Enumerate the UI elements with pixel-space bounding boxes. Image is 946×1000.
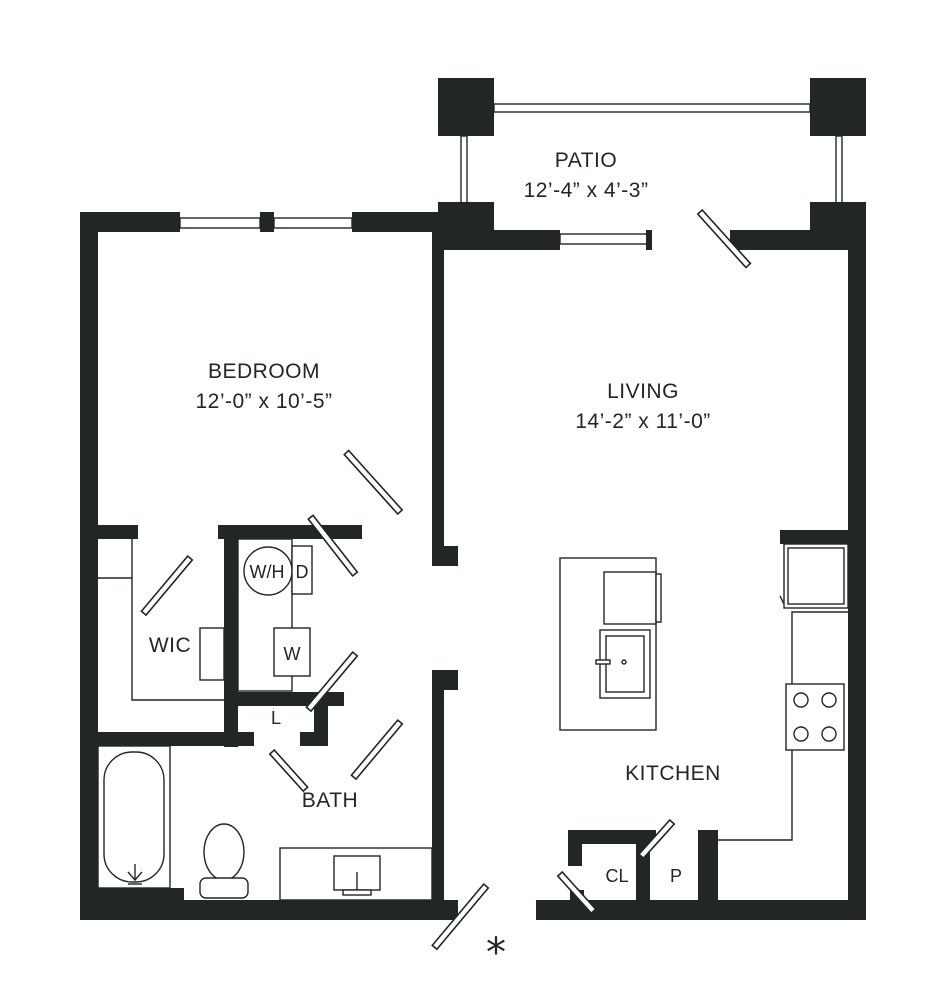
wall-linen-bottom <box>300 732 328 746</box>
coat-closet-label: CL <box>605 866 628 886</box>
wall-left <box>80 212 98 920</box>
toilet-tank <box>199 877 249 899</box>
living-size: 14’-2” x 11’-0” <box>575 410 711 433</box>
wall-closet-cl-top <box>568 830 656 844</box>
patio-railing-top <box>493 103 811 113</box>
linen-label: L <box>271 708 281 728</box>
closet-door-lower <box>305 650 359 713</box>
patio-railing-right <box>835 135 843 205</box>
toilet-bowl <box>203 823 245 881</box>
living-slider-stop <box>646 230 652 250</box>
kitchen-fixtures <box>559 543 849 841</box>
water-heater-label: W/H <box>250 562 285 582</box>
wall-bath-living-cap <box>432 670 458 690</box>
wic-shelf-line <box>98 577 224 701</box>
pantry-label: P <box>670 866 682 886</box>
patio-structure <box>438 78 866 205</box>
laundry-closet <box>237 538 313 692</box>
walls <box>80 202 866 920</box>
patio-name: PATIO <box>555 149 617 172</box>
burner-3 <box>793 726 809 742</box>
patio-railing-left <box>460 135 468 205</box>
labels: PATIO 12’-4” x 4’-3” BEDROOM 12’-0” x 10… <box>149 149 721 976</box>
entry-door <box>431 882 490 951</box>
refrigerator-inner <box>787 547 845 605</box>
doors <box>140 208 752 951</box>
wall-bedroom-living-end <box>432 546 458 566</box>
wall-closet-divider <box>636 830 650 910</box>
patio-column-right <box>810 78 866 136</box>
bath-fixtures <box>97 745 433 901</box>
wall-top-bedroom-left <box>80 212 180 232</box>
burner-1 <box>793 692 809 708</box>
patio-column-left <box>438 78 494 136</box>
bathtub-basin <box>103 751 165 883</box>
washer-label: W <box>284 644 301 664</box>
wall-pantry-right <box>698 830 718 910</box>
dishwasher <box>603 571 657 625</box>
bedroom-name: BEDROOM <box>208 360 320 383</box>
bath-door <box>350 718 404 781</box>
bath-name: BATH <box>302 789 358 812</box>
burner-2 <box>821 692 837 708</box>
bedroom-window-right <box>273 217 353 229</box>
wall-wic-top <box>98 525 138 539</box>
wall-bedroom-living <box>432 230 444 526</box>
wic-door <box>140 554 194 617</box>
living-slider-window <box>559 233 649 245</box>
wall-closet-top <box>218 525 362 539</box>
wic-name: WIC <box>149 634 191 657</box>
island-sink-drain <box>621 659 627 665</box>
patio-door <box>696 208 752 269</box>
wall-bedroom-living-jamb <box>432 526 444 546</box>
cooktop <box>785 683 845 751</box>
wic-shelf-box <box>199 627 225 681</box>
wall-bath-living <box>432 690 444 910</box>
wic-shelving <box>98 539 225 701</box>
wall-top-bedroom-right <box>352 212 448 232</box>
bedroom-window-left <box>179 217 261 229</box>
wall-bottom-left <box>80 900 458 920</box>
windows <box>179 217 652 250</box>
wall-top-living-left <box>438 230 560 250</box>
wall-bath-bottom-thick <box>98 888 184 902</box>
kitchen-name: KITCHEN <box>625 762 721 785</box>
vanity-faucet-base <box>342 889 372 896</box>
wall-closet-left <box>224 525 238 747</box>
wall-wic-bath <box>98 732 254 746</box>
island-faucet <box>595 659 611 665</box>
dryer-label: D <box>296 562 309 582</box>
closet-door-upper <box>307 514 359 577</box>
dryer <box>291 545 313 595</box>
entry-marker: * <box>486 930 506 976</box>
wall-closet-cl-left <box>568 830 582 866</box>
pantry-door <box>637 818 676 860</box>
living-name: LIVING <box>607 380 679 403</box>
wall-right <box>848 202 866 920</box>
wall-top-living-right <box>730 230 830 250</box>
bedroom-size: 12’-0” x 10’-5” <box>195 390 332 413</box>
patio-size: 12’-4” x 4’-3” <box>524 179 649 202</box>
burner-4 <box>821 726 837 742</box>
dishwasher-handle <box>655 573 662 623</box>
wall-kitchen-fridge-cap <box>780 530 850 544</box>
linen-door <box>268 748 309 793</box>
bedroom-door <box>343 449 404 516</box>
coat-closet-door <box>556 870 597 915</box>
refrigerator-handle <box>779 595 785 605</box>
wall-top-bedroom-mullion <box>260 212 274 232</box>
washer <box>273 627 311 677</box>
